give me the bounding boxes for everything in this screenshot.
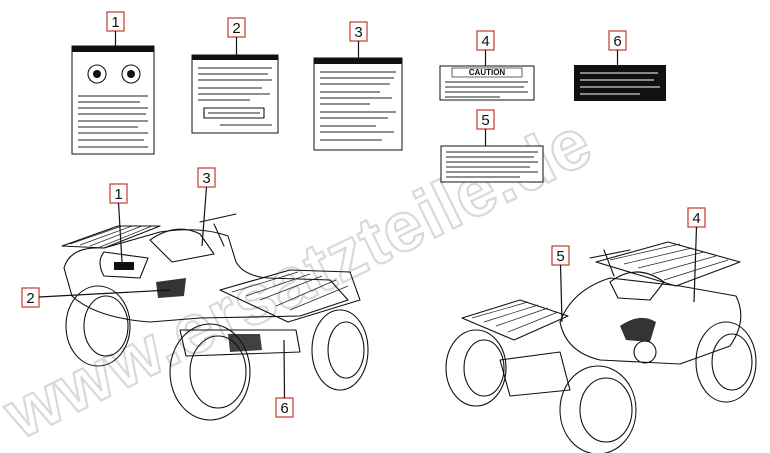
decal-1[interactable]: 1 xyxy=(71,11,155,155)
svg-text:6: 6 xyxy=(280,400,288,417)
callout-left-3[interactable]: 3 xyxy=(197,167,216,247)
callout-left-6[interactable]: 6 xyxy=(275,339,294,418)
decal-4[interactable]: 4 CAUTION xyxy=(439,30,535,101)
decal-2[interactable]: 2 xyxy=(191,17,279,134)
atv-rear-right-view xyxy=(445,241,757,453)
svg-text:3: 3 xyxy=(202,170,210,187)
callout-number-6: 6 xyxy=(613,33,621,50)
decal-5[interactable]: 5 xyxy=(440,109,544,183)
decal-6[interactable]: 6 xyxy=(574,30,666,101)
callout-number-5: 5 xyxy=(481,112,489,129)
callout-right-5[interactable]: 5 xyxy=(551,245,570,323)
callout-number-1: 1 xyxy=(111,14,119,31)
decal-3[interactable]: 3 xyxy=(313,21,403,151)
svg-text:1: 1 xyxy=(114,186,122,203)
caution-heading: CAUTION xyxy=(469,68,506,77)
callout-right-4[interactable]: 4 xyxy=(687,207,706,303)
svg-text:4: 4 xyxy=(692,210,700,227)
callout-number-3: 3 xyxy=(354,24,362,41)
svg-text:5: 5 xyxy=(556,248,564,265)
callout-left-1[interactable]: 1 xyxy=(109,183,128,263)
callout-number-4: 4 xyxy=(481,33,489,50)
atv-front-left-view xyxy=(61,213,369,421)
callout-left-2[interactable]: 2 xyxy=(21,287,171,308)
callout-number-2: 2 xyxy=(232,20,240,37)
svg-text:2: 2 xyxy=(26,290,34,307)
